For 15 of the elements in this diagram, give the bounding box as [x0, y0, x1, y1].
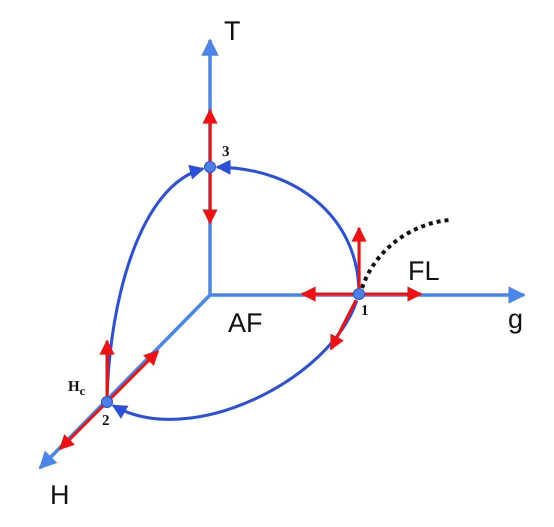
point-label: 2	[102, 414, 110, 429]
fixed-point-circle	[204, 161, 216, 173]
point-label: 3	[222, 145, 230, 160]
flow-curve	[216, 160, 360, 288]
fixed-point-circle	[101, 396, 113, 408]
axis-label: T	[224, 18, 240, 45]
axis-label: H	[50, 482, 70, 509]
axis-label: AF	[228, 310, 263, 337]
flow-curve	[112, 300, 358, 421]
flow-curve	[106, 166, 205, 396]
axis-label: FL	[408, 258, 440, 285]
axis-label: g	[508, 306, 524, 333]
fixed-point-circle	[353, 288, 365, 300]
point-label: H$_{c}$	[68, 380, 86, 398]
point-label: 1	[361, 304, 368, 319]
